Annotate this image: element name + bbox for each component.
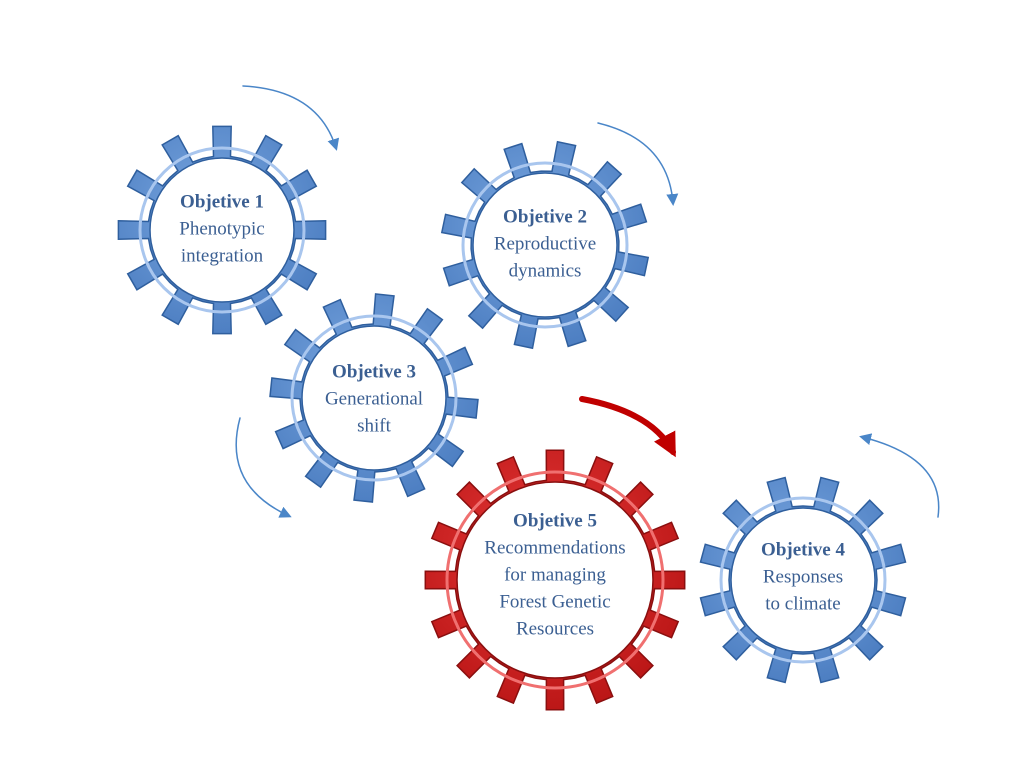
arrow-objective-1-clockwise-arrow: [242, 85, 340, 151]
objective-1-gear-ring: [138, 146, 306, 314]
objective-5-label-line-1: Recommendations: [484, 537, 625, 558]
objective-3-label-line-1: Generational: [325, 388, 423, 409]
objective-1-label-line-1: Phenotypic: [179, 218, 265, 239]
objective-4-gear: Objetive 4 Responses to climate: [699, 476, 907, 684]
objective-2-label-line-1: Reproductive: [494, 233, 596, 254]
objective-2-title: Objetive 2: [503, 206, 587, 227]
objective-3-title: Objetive 3: [332, 361, 416, 382]
objective-5-gear: Objetive 5 Recommendations for managingFor…: [424, 449, 686, 711]
objective-5-label-line-2: for managing: [504, 564, 606, 585]
objective-1-label-line-2: integration: [181, 245, 264, 266]
objective-5-gear-ring: [445, 470, 665, 690]
objective-4-gear-center: [730, 507, 876, 653]
objective-3-gear-ring: [290, 314, 458, 482]
objective-4-title: Objetive 4: [761, 539, 845, 560]
objective-1-gear-center: [149, 157, 295, 303]
objective-3-gear-center: [301, 325, 447, 471]
objective-5-label-line-3: Forest Genetic: [499, 591, 610, 612]
objective-5-label-line-4: Resources: [516, 618, 594, 639]
objective-5-gear-center: [456, 481, 654, 679]
objective-5-title: Objetive 5: [513, 510, 597, 531]
objective-2-label-line-2: dynamics: [509, 260, 582, 281]
objective-3-gear: Objetive 3 Generational shift: [269, 293, 479, 503]
objective-4-gear-ring: [719, 496, 887, 664]
arrow-objective-2-clockwise-arrow: [597, 122, 679, 206]
objective-2-gear-center: [472, 172, 618, 318]
arrow-objective-5-clockwise-arrow: [579, 396, 676, 458]
objective-1-title: Objetive 1: [180, 191, 264, 212]
objective-3-label-line-2: shift: [357, 415, 392, 436]
arrow-objective-3-counterclockwise-arrow: [235, 417, 292, 518]
objective-4-label-line-1: Responses: [763, 566, 843, 587]
objective-2-gear: Objetive 2 Reproductive dynamics: [440, 140, 650, 350]
objective-1-gear: Objetive 1 Phenotypic integration: [117, 125, 327, 335]
arrow-objective-4-counterclockwise-arrow: [859, 433, 940, 518]
objective-2-gear-ring: [461, 161, 629, 329]
objective-4-label-line-2: to climate: [765, 593, 840, 614]
